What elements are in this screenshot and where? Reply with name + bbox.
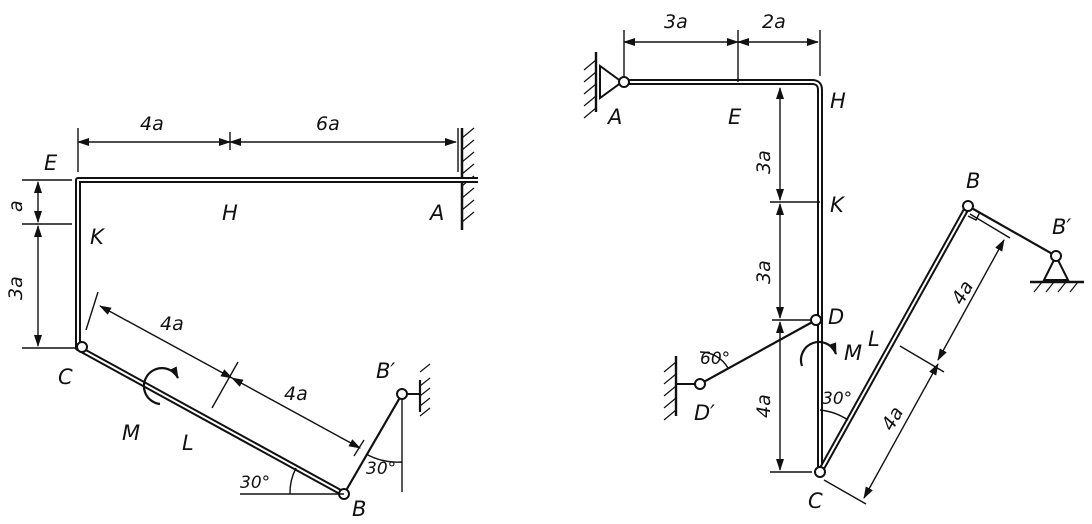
pin-B-prime-left [396,388,408,400]
support-B-prime-right [1030,253,1084,293]
label-K-right: K [830,193,846,217]
right-rod-BB [967,205,1057,257]
label-B-right: B [966,169,980,193]
dim-HK-right: 3a [753,150,775,174]
right-rod-DD [699,319,817,385]
label-E-left: E [44,151,58,175]
right-frame [624,79,823,472]
label-H-left: H [222,201,238,225]
label-E-right: E [728,105,742,129]
wall-D-prime [663,356,696,421]
pin-C-right [814,466,826,478]
label-B-prime-left: B′ [376,359,395,383]
pin-C-left [76,341,88,353]
dim-CL-left: 4a [160,313,184,335]
right-figure: 3a 2a 3a 3a 4a 4a 4a A E H K D D′ [583,11,1084,513]
dim-KD-right: 3a [753,260,775,284]
dim-KC-left: 3a [5,276,27,300]
moment-arrow-right [799,340,838,367]
dim-EH-right: 2a [762,11,786,33]
dim-LB-left: 4a [284,383,308,405]
dim-LC-right: 4a [877,403,908,435]
label-D-right: D [828,305,844,329]
dim-BL-right: 4a [947,277,978,309]
label-M-right: M [844,341,862,365]
left-frame [75,177,478,497]
label-C-right: C [808,489,823,513]
angle-rod-right: 60° [700,349,730,369]
left-rod-BB [343,393,403,495]
dim-EH-left: 4a [140,113,164,135]
dim-HA-left: 6a [316,113,340,135]
label-B-prime-right: B′ [1052,215,1071,239]
label-D-prime-right: D′ [694,401,715,425]
wall-B-prime [404,363,431,417]
dim-DC-right: 4a [753,394,775,418]
moment-arrow-left [142,366,179,406]
label-K-left: K [90,225,106,249]
angle-beam-left: 30° [240,473,270,493]
label-M-left: M [122,421,140,445]
pin-D-right [810,314,822,326]
dim-EK-left: a [5,200,27,212]
label-A-left: A [428,201,444,225]
pin-B-right [962,200,974,212]
dim-AE-right: 3a [664,11,688,33]
label-L-right: L [868,327,880,351]
label-L-left: L [182,431,194,455]
label-A-right: A [606,105,622,129]
pin-B-prime-right [1050,250,1062,262]
pin-A-right [618,76,630,88]
label-H-right: H [830,89,846,113]
pin-D-prime-right [694,378,706,390]
left-figure: 4a 6a a 3a 4a 4a E K H A C M L B B′ [5,113,478,521]
support-A-right [583,52,624,119]
angle-rod-left: 30° [366,459,396,479]
label-B-left: B [352,497,366,521]
label-C-left: C [58,365,73,389]
angle-beam-right: 30° [822,389,852,409]
